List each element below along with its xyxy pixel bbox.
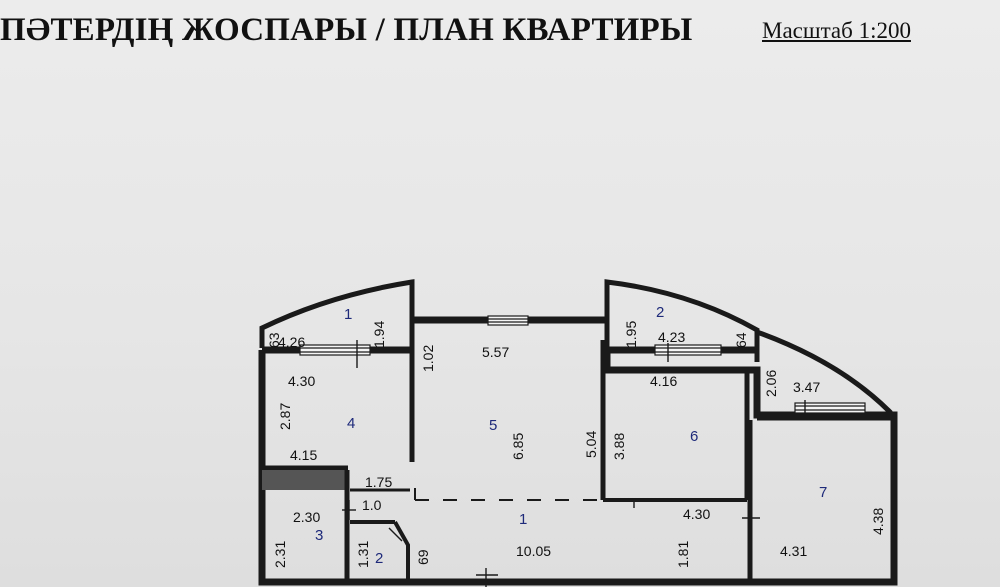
- dim-living-side: 5.04: [583, 431, 599, 458]
- windows: [299, 315, 866, 414]
- dim-bedroom6-top: 4.16: [650, 373, 677, 389]
- balcony-left-outline: [259, 279, 415, 350]
- room-number-living-room: 5: [489, 417, 497, 434]
- dim-balcony-right-width: 4.23: [658, 329, 685, 345]
- window-bedroom4: [299, 344, 371, 356]
- dim-bedroom7-width: 4.31: [780, 543, 807, 559]
- plan-title: ПӘТЕРДІҢ ЖОСПАРЫ / ПЛАН КВАРТИРЫ: [0, 12, 693, 48]
- balcony-right-outline: [604, 279, 760, 362]
- door-markers: [342, 340, 806, 587]
- room-number-bedroom-right: 7: [819, 484, 827, 501]
- dim-hall-depth: 1.81: [675, 541, 691, 568]
- dim-living-height: 6.85: [510, 433, 526, 460]
- dim-bedroom7-height: 4.38: [870, 508, 886, 535]
- dim-small-balcony-depth: 2.06: [763, 370, 779, 397]
- room-number-toilet: 3: [315, 527, 323, 544]
- dim-bedroom6-side: 3.88: [611, 433, 627, 460]
- dim-bedroom4-side: 2.87: [277, 403, 293, 430]
- dim-balcony-left-width: 4.26: [278, 334, 305, 350]
- dim-balcony-right-edge: 64: [733, 332, 749, 348]
- dim-small-balcony-width: 3.47: [793, 379, 820, 395]
- room-number-entrance-hall: 1: [519, 511, 527, 528]
- room-number-bedroom-left: 4: [347, 415, 355, 432]
- dim-toilet-width: 2.30: [293, 509, 320, 525]
- scale-label: Масштаб 1:200: [762, 18, 911, 43]
- dim-balcony-right-depth: 1.95: [623, 321, 639, 348]
- room-number-balcony-left: 1: [344, 306, 352, 323]
- room-number-bedroom-middle: 6: [690, 428, 698, 445]
- room-number-balcony-right: 2: [656, 304, 664, 321]
- dim-hall-length: 10.05: [516, 543, 551, 559]
- room-numbers: 1 2 4 5 6 7 1 3 2: [315, 304, 827, 567]
- wall-bathroom-diagonal: [393, 521, 410, 582]
- dim-window-wall-width: 5.57: [482, 344, 509, 360]
- dim-balcony-left-edge: 63: [266, 332, 282, 348]
- dim-bathroom-edge: 69: [415, 549, 431, 565]
- dim-window-wall-depth: 1.02: [420, 345, 436, 372]
- window-bedroom7: [794, 402, 866, 414]
- dim-balcony-left-depth: 1.94: [371, 321, 387, 348]
- dim-corridor-width: 1.75: [365, 474, 392, 490]
- dim-bedroom6-bottom: 4.30: [683, 506, 710, 522]
- outer-perimeter: [258, 350, 898, 586]
- dim-bathroom-height: 1.31: [355, 541, 371, 568]
- window-bedroom6: [654, 344, 722, 356]
- wall-toilet-top: [262, 470, 347, 490]
- window-living: [487, 315, 529, 326]
- dim-bedroom4-top: 4.30: [288, 373, 315, 389]
- dim-toilet-height: 2.31: [272, 541, 288, 568]
- dim-bedroom4-bottom: 4.15: [290, 447, 317, 463]
- dim-corridor-narrow: 1.0: [362, 497, 382, 513]
- room-number-bathroom: 2: [375, 550, 383, 567]
- outer-walls: [258, 279, 898, 586]
- dimension-labels: 4.26 1.94 63 1.02 5.57 1.95 4.23 64 2.06…: [266, 321, 886, 568]
